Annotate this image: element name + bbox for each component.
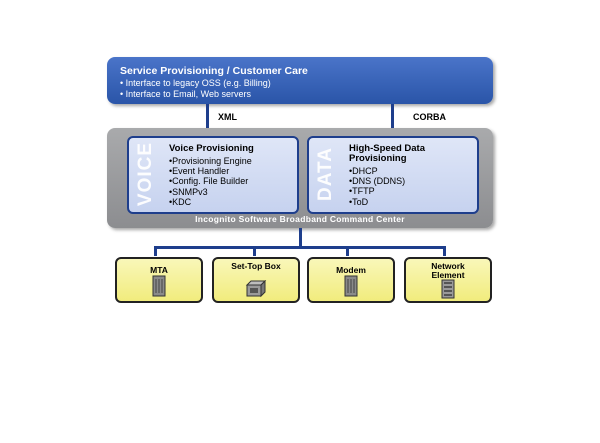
data-vertical-label: DATA — [315, 147, 336, 201]
device-label: MTA — [150, 265, 168, 275]
bus-trunk-line — [299, 228, 302, 248]
data-provisioning-panel: DATA High-Speed Data Provisioning DHCP D… — [307, 136, 479, 214]
list-item: Event Handler — [169, 166, 252, 176]
data-feature-list: DHCP DNS (DDNS) TFTP ToD — [349, 166, 405, 207]
data-provisioning-title-line1: High-Speed Data — [349, 143, 426, 154]
voice-feature-list: Provisioning Engine Event Handler Config… — [169, 156, 252, 207]
voice-provisioning-title: Voice Provisioning — [169, 143, 254, 154]
service-provisioning-box: Service Provisioning / Customer Care • I… — [107, 57, 493, 104]
list-item: DHCP — [349, 166, 405, 176]
device-bus-line — [154, 246, 446, 249]
network-drop-line — [443, 246, 446, 256]
settop-drop-line — [253, 246, 256, 256]
list-item: Provisioning Engine — [169, 156, 252, 166]
list-item: SNMPv3 — [169, 187, 252, 197]
xml-connector-line — [206, 104, 209, 128]
command-center-footer: Incognito Software Broadband Command Cen… — [195, 214, 405, 224]
device-set-top-box: Set-Top Box — [212, 257, 300, 303]
top-bullet-email: • Interface to Email, Web servers — [120, 89, 252, 99]
modem-drop-line — [346, 246, 349, 256]
command-center-box: VOICE Voice Provisioning Provisioning En… — [107, 128, 493, 228]
mta-tower-icon — [152, 275, 166, 297]
list-item: KDC — [169, 197, 252, 207]
list-item: TFTP — [349, 186, 405, 196]
device-mta: MTA — [115, 257, 203, 303]
list-item: DNS (DDNS) — [349, 176, 405, 186]
device-label: Set-Top Box — [231, 261, 281, 271]
device-network-element: Network Element — [404, 257, 492, 303]
voice-provisioning-panel: VOICE Voice Provisioning Provisioning En… — [127, 136, 299, 214]
corba-connector-line — [391, 104, 394, 128]
device-modem: Modem — [307, 257, 395, 303]
service-provisioning-title: Service Provisioning / Customer Care — [120, 65, 308, 77]
mta-drop-line — [154, 246, 157, 256]
voice-vertical-label: VOICE — [135, 142, 156, 206]
top-bullet-oss: • Interface to legacy OSS (e.g. Billing) — [120, 78, 271, 88]
corba-label: CORBA — [413, 112, 446, 122]
xml-label: XML — [218, 112, 237, 122]
device-label: Network Element — [431, 261, 465, 280]
list-item: Config. File Builder — [169, 176, 252, 186]
modem-icon — [344, 275, 358, 297]
set-top-box-icon — [245, 280, 267, 298]
data-provisioning-title-line2: Provisioning — [349, 153, 407, 164]
network-element-icon — [441, 279, 455, 299]
list-item: ToD — [349, 197, 405, 207]
device-label: Modem — [336, 265, 366, 275]
